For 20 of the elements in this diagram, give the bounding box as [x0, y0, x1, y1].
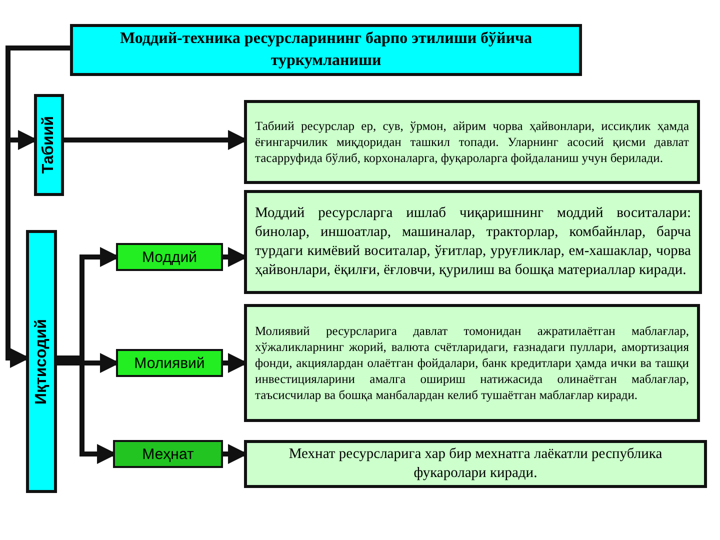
description-text: Мехнат ресурсларига хар бир мехнатга лаёкатли республика фукаролари киради.: [288, 445, 664, 483]
description-box: [244, 190, 702, 294]
subcategory-box: [113, 440, 223, 468]
description-box: [244, 304, 700, 422]
category-label: Иқтисодий: [32, 318, 50, 404]
title-text: Моддий-техника ресурсларининг барпо этилиши бўйича туркумланиши: [118, 29, 534, 71]
title-box: [70, 24, 582, 76]
description-text: Молиявий ресурсларига давлат томонидан ажратилаётган маблағлар, хўжаликларнинг жорий, валюта счётларидаги, ғазнадаги пуллари, амортизация фонди, акциялардан олаётган фойдалари, банк кредитлари ҳамда ички ва ташқи инвестицияларини амалга ошириш натижасида олинаётган маблағлар, таъсисчилар ва бошқа манбалардан келиб тушаётган маблағлар киради.: [255, 323, 689, 403]
category-box: [26, 230, 57, 493]
description-text: Табиий ресурслар ер, сув, ўрмон, айрим чорва ҳайвонлари, иссиқлик ҳамда ёғингарчилик миқдоридан ташкил топади. Уларнинг асосий қисми давлат тасарруфида бўлиб, корхоналарга, фуқароларга фойдаланиш учун берилади.: [255, 118, 689, 166]
description-text: Моддий ресурсларга ишлаб чиқаришнинг моддий воситалари: бинолар, иншоатлар, машиналар, тракторлар, комбайнлар, барча турдаги кимёвий воситалар, ўғитлар, уруғликлар, ем-хашаклар, чорва ҳайвонлари, ёқилғи, ёғловчи, қурилиш ва бошқа материаллар киради.: [255, 204, 691, 280]
category-box: [34, 94, 64, 196]
subcategory-box: [116, 243, 223, 271]
subcategory-box: [116, 349, 223, 377]
category-label: Моддий: [142, 248, 197, 266]
description-box: [244, 100, 700, 184]
category-label: Меҳнат: [142, 446, 194, 462]
category-label: Молиявий: [134, 354, 205, 372]
category-label: Табиий: [40, 116, 58, 174]
description-box: [244, 440, 707, 488]
